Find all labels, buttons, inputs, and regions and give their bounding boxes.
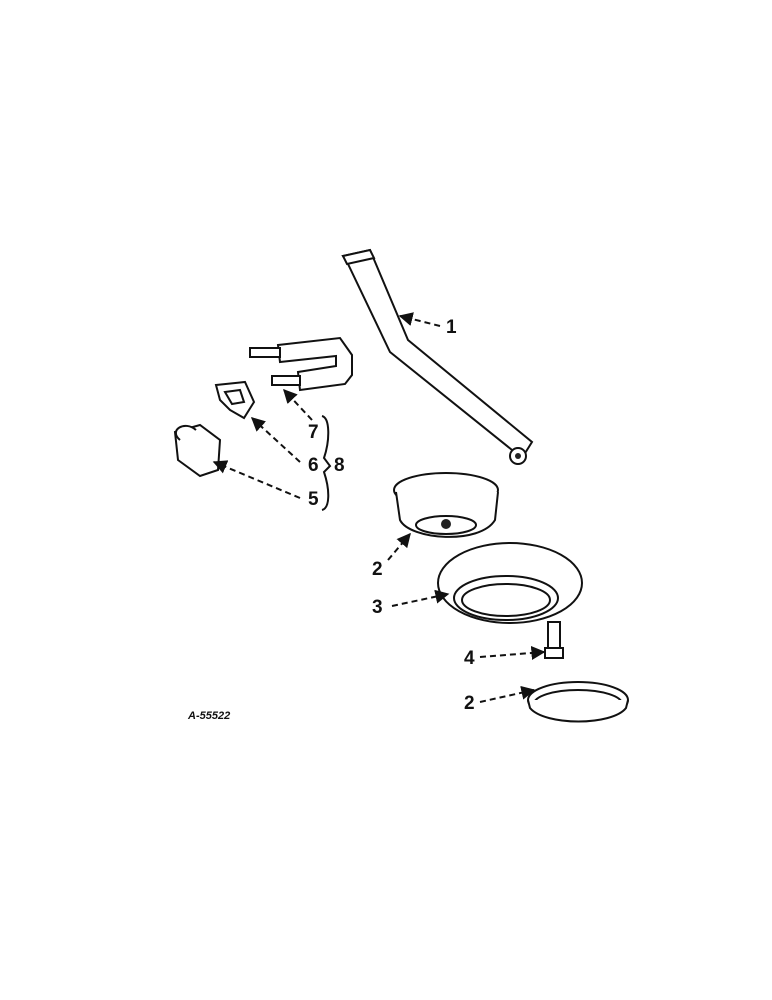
figure-reference-code: A-55522 (187, 710, 230, 722)
callout-4: 4 (464, 648, 475, 669)
clip (214, 380, 256, 420)
callout-5: 5 (308, 489, 319, 510)
callout-2-bottom: 2 (464, 693, 475, 714)
u-bracket (249, 336, 353, 392)
callout-3: 3 (372, 597, 383, 618)
callout-8: 8 (334, 455, 345, 476)
bracket-brace (321, 415, 332, 511)
callout-6: 6 (308, 455, 319, 476)
callout-1: 1 (446, 317, 457, 338)
gauge-wheel-arm (341, 248, 534, 465)
clamp (173, 423, 222, 478)
wheel-hub-half (527, 681, 629, 723)
leader-lines (212, 312, 546, 703)
tire (437, 542, 583, 624)
axle-bolt (544, 621, 564, 659)
callout-7: 7 (308, 422, 319, 443)
callout-2-top: 2 (372, 559, 383, 580)
wheel-hub-half (393, 472, 499, 538)
